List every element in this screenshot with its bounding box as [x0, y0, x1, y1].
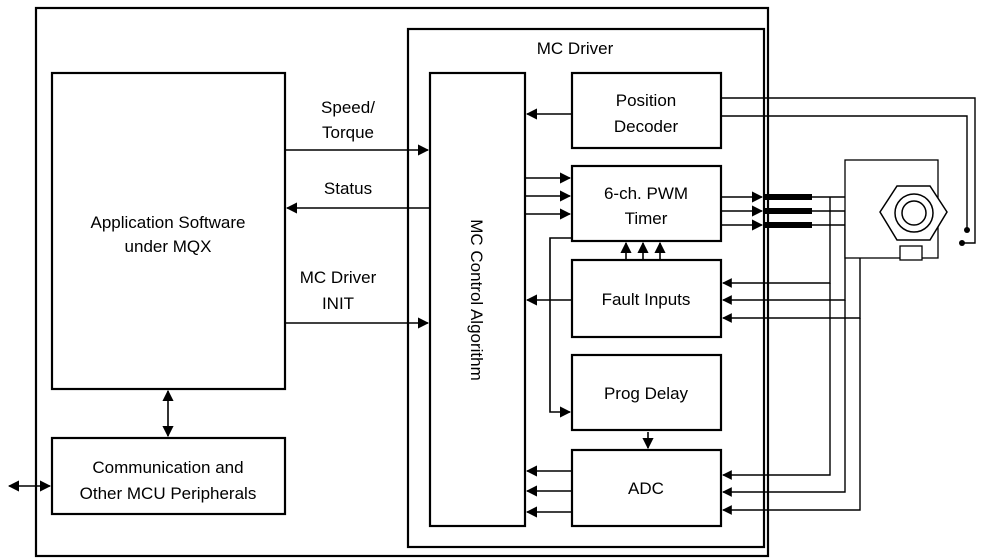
pwm-timer-label-1: 6-ch. PWM	[604, 184, 688, 203]
status-label: Status	[324, 179, 372, 198]
prog-delay-label: Prog Delay	[604, 384, 689, 403]
adc-feedback-wire-2	[722, 300, 846, 497]
pwm-timer-label-2: Timer	[625, 209, 668, 228]
communication-peripherals-label-1: Communication and	[92, 458, 243, 477]
init-label-2: INIT	[322, 294, 354, 313]
pwm-prog-delay-loop	[549, 237, 572, 418]
application-software-box	[50, 71, 287, 391]
speed-torque-label-1: Speed/	[321, 98, 375, 117]
speed-torque-label-2: Torque	[322, 123, 374, 142]
mc-driver-title: MC Driver	[537, 39, 614, 58]
pwm-timer-box	[570, 164, 723, 243]
prog-delay-box	[570, 353, 723, 432]
adc-feedback-wire-3	[722, 318, 861, 515]
position-decoder-label-1: Position	[616, 91, 676, 110]
power-stage-bar-3	[764, 222, 812, 228]
communication-peripherals-label-2: Other MCU Peripherals	[80, 484, 257, 503]
mc-control-algorithm-label: MC Control Algorithm	[467, 219, 486, 381]
fault-inputs-label: Fault Inputs	[602, 290, 691, 309]
sensor-node-2	[964, 227, 970, 233]
motor-icon	[844, 159, 948, 261]
position-feedback-wire-2	[721, 115, 968, 230]
position-decoder-label-2: Decoder	[614, 117, 679, 136]
init-label-1: MC Driver	[300, 268, 377, 287]
position-feedback-wire-1	[721, 97, 976, 244]
application-software-label-2: under MQX	[125, 237, 212, 256]
adc-feedback-wire-1	[722, 283, 831, 480]
application-software-label-1: Application Software	[91, 213, 246, 232]
sensor-node-1	[959, 240, 965, 246]
fault-inputs-box	[570, 258, 723, 339]
power-stage-bar-2	[764, 208, 812, 214]
mc-control-algorithm-box	[428, 71, 527, 528]
adc-label: ADC	[628, 479, 664, 498]
communication-peripherals-box	[50, 436, 287, 516]
position-decoder-box	[570, 71, 723, 150]
adc-box	[570, 448, 723, 528]
power-stage-bar-1	[764, 194, 812, 200]
